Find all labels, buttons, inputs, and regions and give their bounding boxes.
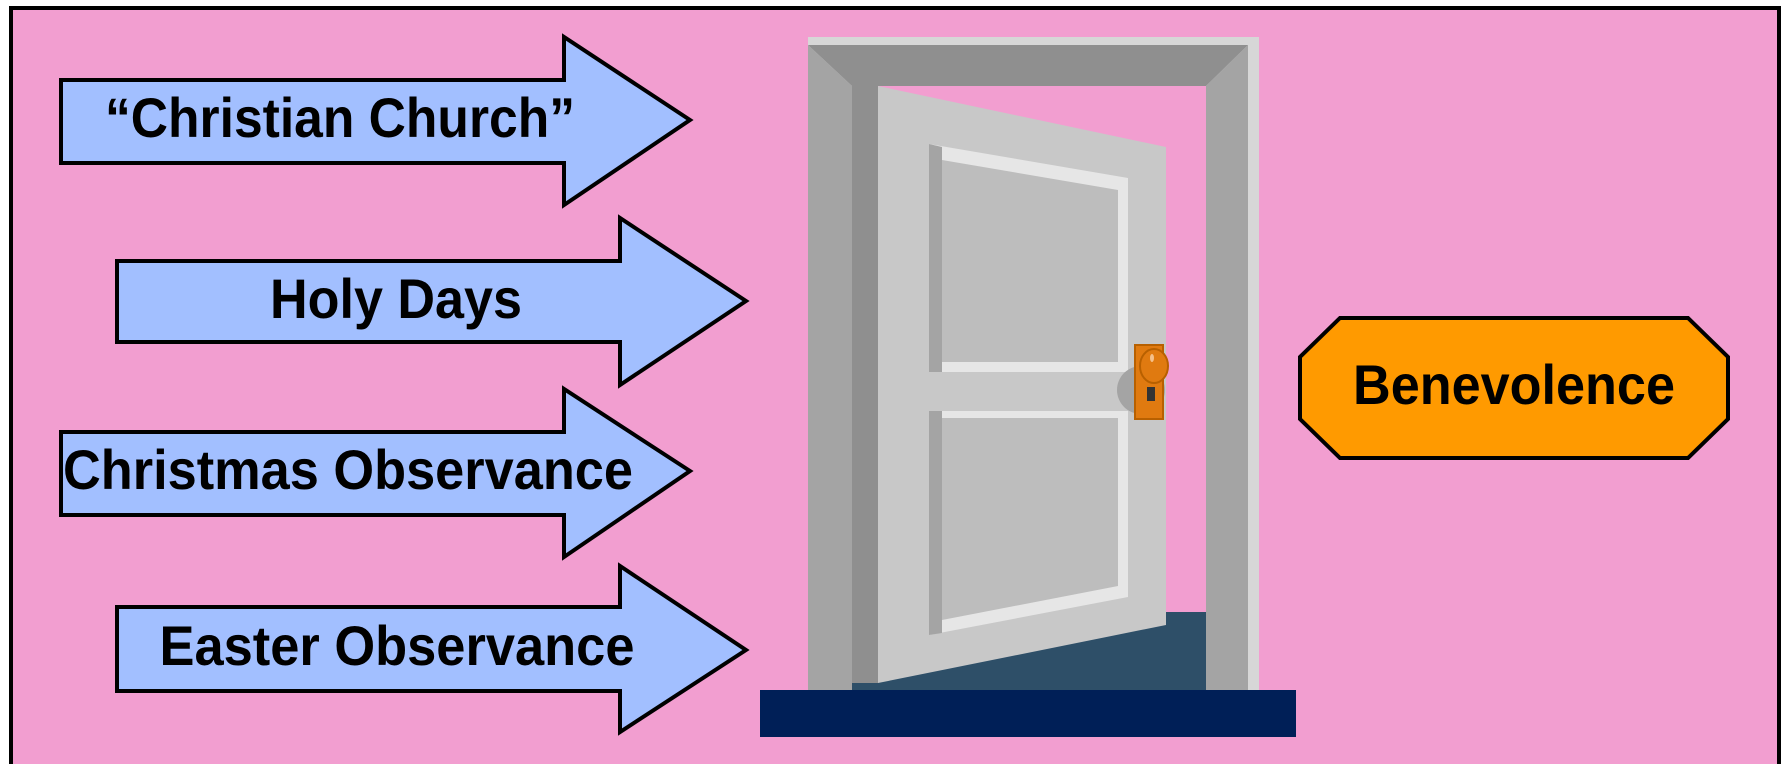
door-frame-right-jamb [1206,45,1248,690]
octagon-shape [1298,316,1730,460]
arrow-label: Easter Observance [160,614,635,677]
arrow-label: “Christian Church” [105,86,575,149]
door-lower-panel-shadow [929,411,942,635]
door-frame-left-jamb [808,45,852,690]
door-frame-top [808,45,1248,86]
door-upper-panel-shadow [929,144,942,372]
arrow-shape [59,385,694,561]
door-keyhole-icon [1147,387,1155,401]
octagon-label: Benevolence [1353,353,1675,416]
arrow-holy-days: Holy Days [115,214,750,389]
arrow-christian-church: “Christian Church” [59,33,694,209]
benevolence-octagon: Benevolence [1298,316,1730,460]
door-threshold [760,690,1296,737]
arrow-shape [115,562,750,736]
door-lower-panel [942,418,1118,620]
door-upper-panel [942,160,1118,362]
arrow-christmas-observance: Christmas Observance [59,385,694,561]
arrow-easter-observance: Easter Observance [115,562,750,736]
open-door-illustration [760,37,1296,737]
door-edge [852,86,878,683]
door-knob-icon [1139,348,1169,384]
door-knob-highlight [1150,354,1154,362]
arrow-shape [115,214,750,389]
arrow-label: Christmas Observance [63,438,633,501]
arrow-shape [59,33,694,209]
arrow-label: Holy Days [270,267,522,330]
